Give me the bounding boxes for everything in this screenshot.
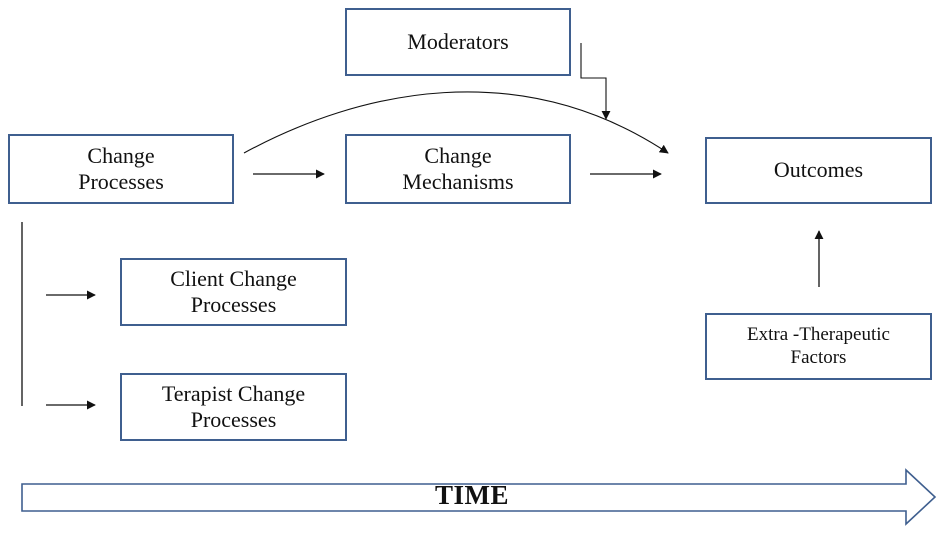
client-change-processes-box: Client Change Processes bbox=[120, 258, 347, 326]
time-arrow bbox=[21, 468, 937, 526]
outcomes-box: Outcomes bbox=[705, 137, 932, 204]
change-mechanisms-label: Change Mechanisms bbox=[402, 142, 514, 194]
change-processes-box: Change Processes bbox=[8, 134, 234, 204]
arc-processes-to-outcomes bbox=[243, 91, 669, 154]
extra-therapeutic-factors-label: Extra -Therapeutic Factors bbox=[747, 323, 890, 368]
terapist-change-processes-label: Terapist Change Processes bbox=[161, 380, 306, 432]
client-change-processes-label: Client Change Processes bbox=[170, 265, 297, 317]
change-mechanisms-box: Change Mechanisms bbox=[345, 134, 571, 204]
change-processes-label: Change Processes bbox=[78, 142, 164, 194]
time-label: TIME bbox=[434, 480, 509, 510]
arrow-moderators-elbow bbox=[580, 43, 611, 120]
terapist-change-processes-box: Terapist Change Processes bbox=[120, 373, 347, 441]
outcomes-label: Outcomes bbox=[773, 157, 864, 183]
extra-therapeutic-factors-box: Extra -Therapeutic Factors bbox=[705, 313, 932, 380]
moderators-label: Moderators bbox=[407, 28, 509, 54]
moderators-box: Moderators bbox=[345, 8, 571, 76]
